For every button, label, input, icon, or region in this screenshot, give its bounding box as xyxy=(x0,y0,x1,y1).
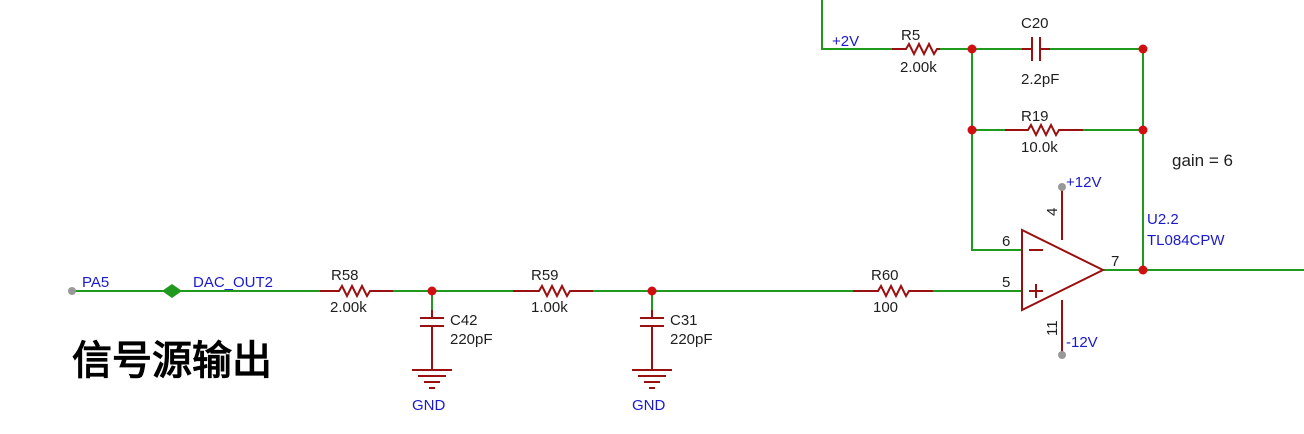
u2-ref: U2.2 xyxy=(1147,211,1179,228)
plus12v-port-icon[interactable] xyxy=(1058,183,1066,191)
pa5-port-icon[interactable] xyxy=(68,287,76,295)
gain-note: gain = 6 xyxy=(1172,151,1233,170)
r19-ref: R19 xyxy=(1021,108,1049,125)
page-title: 信号源输出 xyxy=(72,338,272,384)
wire-feedback-left xyxy=(971,49,1022,251)
r5-ref: R5 xyxy=(901,27,920,44)
c42-ref: C42 xyxy=(450,312,478,329)
junction-dot xyxy=(647,286,657,296)
net-flag-diamond-icon[interactable] xyxy=(162,284,182,298)
net-label-gnd-2: GND xyxy=(632,397,666,414)
c31-ref: C31 xyxy=(670,312,698,329)
net-label-gnd-1: GND xyxy=(412,397,446,414)
junctions xyxy=(427,44,1148,296)
pin-6: 6 xyxy=(1002,233,1010,250)
net-label-plus2v: +2V xyxy=(832,33,859,50)
resistor-r58[interactable] xyxy=(320,283,393,299)
r58-ref: R58 xyxy=(331,267,359,284)
junction-dot xyxy=(967,44,977,54)
net-label-plus12v: +12V xyxy=(1066,174,1101,191)
pin-5: 5 xyxy=(1002,274,1010,291)
r19-value: 10.0k xyxy=(1021,139,1058,156)
net-label-pa5: PA5 xyxy=(82,274,109,291)
resistor-r60[interactable] xyxy=(853,283,933,299)
net-label-dac-out2: DAC_OUT2 xyxy=(193,274,273,291)
r59-ref: R59 xyxy=(531,267,559,284)
c31-value: 220pF xyxy=(670,331,713,348)
resistor-r59[interactable] xyxy=(513,283,593,299)
junction-dot xyxy=(967,125,977,135)
pin-4: 4 xyxy=(1044,208,1061,216)
r59-value: 1.00k xyxy=(531,299,568,316)
c42-value: 220pF xyxy=(450,331,493,348)
capacitor-c42[interactable] xyxy=(420,310,444,370)
wire-plus2v xyxy=(821,0,892,50)
opamp-u2[interactable] xyxy=(1021,187,1106,355)
capacitor-c20[interactable] xyxy=(1022,37,1050,61)
c20-value: 2.2pF xyxy=(1021,71,1059,88)
net-label-minus12v: -12V xyxy=(1066,334,1098,351)
wire-feedback-right xyxy=(1050,48,1144,270)
resistor-r19[interactable] xyxy=(1005,122,1083,138)
u2-part: TL084CPW xyxy=(1147,232,1225,249)
capacitor-c31[interactable] xyxy=(640,310,664,370)
ground-symbol-2 xyxy=(632,369,672,389)
resistor-r5[interactable] xyxy=(892,41,940,57)
junction-dot xyxy=(1138,265,1148,275)
r60-ref: R60 xyxy=(871,267,899,284)
pin-7: 7 xyxy=(1111,253,1119,270)
plus-sign-icon xyxy=(1029,284,1043,298)
ground-symbol-1 xyxy=(412,369,452,389)
c20-ref: C20 xyxy=(1021,15,1049,32)
junction-dot xyxy=(1138,44,1148,54)
junction-dot xyxy=(427,286,437,296)
r60-value: 100 xyxy=(873,299,898,316)
r58-value: 2.00k xyxy=(330,299,367,316)
r5-value: 2.00k xyxy=(900,59,937,76)
pin-11: 11 xyxy=(1044,320,1061,336)
junction-dot xyxy=(1138,125,1148,135)
minus12v-port-icon[interactable] xyxy=(1058,351,1066,359)
